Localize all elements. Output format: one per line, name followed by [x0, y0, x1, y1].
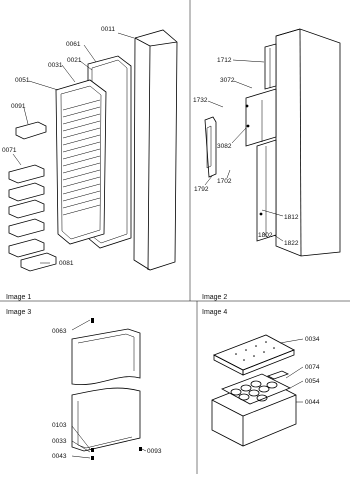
inner-door-liner [55, 79, 107, 245]
part-label: 0031 [48, 62, 63, 69]
panel-title: Image 1 [6, 294, 31, 301]
panel-title: Image 3 [6, 309, 31, 316]
part-label: 0093 [147, 448, 162, 455]
part-label: 1732 [193, 97, 208, 104]
part-label: 0071 [2, 147, 17, 154]
part-label: 0061 [66, 41, 81, 48]
part-label: 0033 [52, 438, 67, 445]
part-label: 0063 [52, 328, 67, 335]
lid-vent-dots [235, 341, 275, 361]
panel-title: Image 4 [202, 309, 227, 316]
part-label: 1822 [284, 240, 299, 247]
door-bins [8, 121, 57, 272]
door-frame-lower [71, 387, 141, 452]
part-label: 0034 [305, 336, 320, 343]
part-label: 0043 [52, 453, 67, 460]
cabinet-side-wall [275, 28, 341, 257]
panel-image-1: 0011 0061 0021 0031 0051 0091 0071 0081 … [2, 26, 178, 301]
part-label: 1712 [217, 57, 232, 64]
panel-image-3: 0063 0103 0033 0043 0093 Image 3 [6, 309, 162, 460]
panel-image-2: 1712 3072 1732 3082 1792 1702 1812 1802 … [193, 28, 341, 301]
part-label: 1802 [258, 232, 273, 239]
liner-shelf-ribs [62, 99, 101, 216]
part-label: 3072 [220, 77, 235, 84]
part-label: 0011 [101, 26, 115, 33]
door-frame-upper [71, 328, 141, 386]
shelf-rails [245, 43, 277, 242]
part-label: 0054 [305, 378, 320, 385]
part-label: 1792 [194, 186, 209, 193]
part-label: 1812 [284, 214, 299, 221]
panel-title: Image 2 [202, 294, 227, 301]
part-label: 0044 [305, 399, 320, 406]
ice-cubes [230, 380, 278, 402]
part-label: 1702 [217, 178, 232, 185]
outer-door-panel [133, 29, 178, 271]
panel-image-4: 0034 0074 0054 0044 Image 4 [202, 309, 320, 447]
ice-bin-lid [213, 334, 295, 371]
part-label: 0074 [305, 364, 320, 371]
part-label: 0103 [52, 422, 67, 429]
part-label: 3082 [217, 143, 232, 150]
part-label: 0091 [11, 103, 26, 110]
part-label: 0051 [15, 77, 30, 84]
part-label: 0021 [67, 57, 82, 64]
part-label: 0081 [59, 260, 74, 267]
